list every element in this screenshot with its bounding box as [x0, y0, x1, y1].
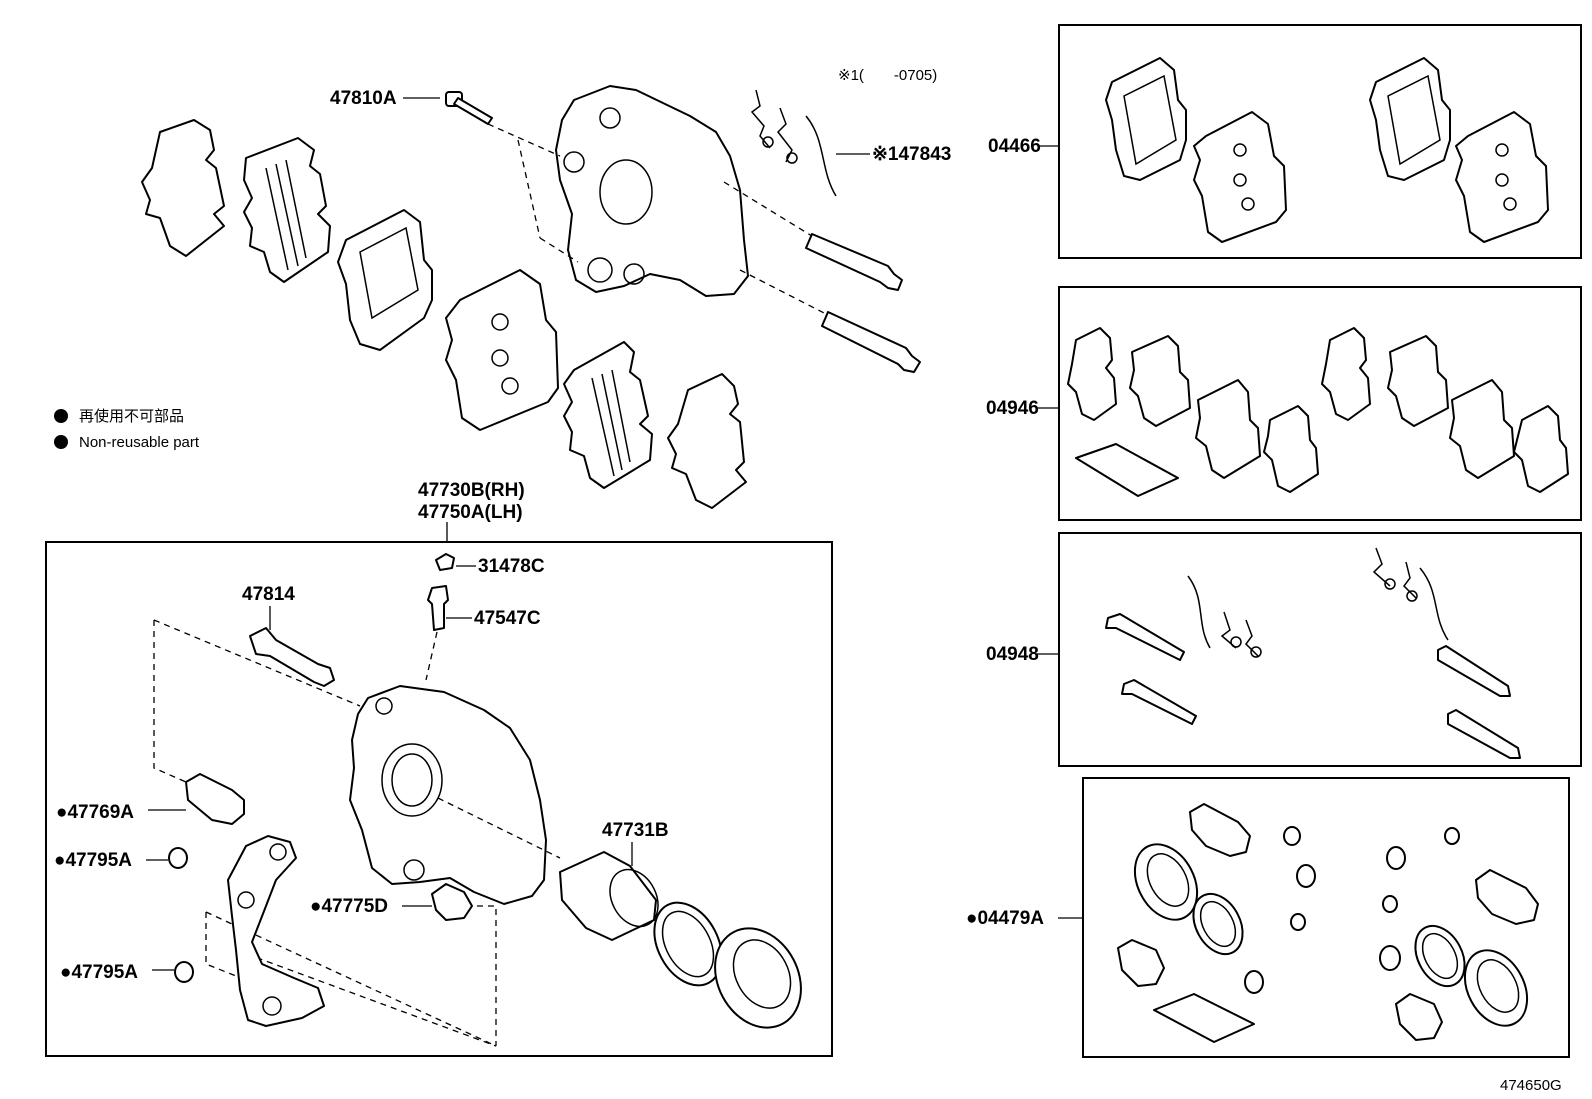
label-47731B: 47731B: [602, 820, 669, 841]
label-04466: 04466: [988, 136, 1041, 157]
shim-plate: [243, 137, 331, 283]
washer-47795A-lower: [174, 961, 194, 983]
align-line: [425, 631, 438, 681]
label-47795A-2: ●47795A: [60, 962, 138, 983]
kit-04466-pads-left: [1105, 57, 1287, 243]
label-47843: ※147843: [872, 144, 951, 165]
label-47730B: 47730B(RH): [418, 480, 525, 501]
legend-en: Non-reusable part: [79, 434, 200, 451]
align-line: [539, 237, 579, 263]
label-47547C: 47547C: [474, 608, 541, 629]
bleeder-plug-47547C: [427, 585, 449, 631]
shim-slots: [265, 159, 307, 271]
kit-04479A-seals: [1117, 803, 1539, 1043]
align-line: [153, 619, 361, 707]
pad-pin-upper: [805, 233, 903, 291]
label-04479A: ●04479A: [966, 908, 1044, 929]
inner-shim: [667, 373, 747, 509]
non-reusable-bullet-icon: [54, 409, 68, 423]
diagram-id: 474650G: [1500, 1077, 1562, 1094]
pad-spring-set: [750, 89, 837, 197]
align-line: [153, 620, 187, 783]
label-47769A: ●47769A: [56, 802, 134, 823]
shim-slots-2: [591, 369, 631, 477]
piston-seal: [653, 901, 723, 987]
label-47750A: 47750A(LH): [418, 502, 523, 523]
label-47814: 47814: [242, 584, 295, 605]
caliper-body: [349, 685, 547, 905]
align-line: [205, 912, 237, 977]
label-47795A-1: ●47795A: [54, 850, 132, 871]
label-47810A: 47810A: [330, 88, 397, 109]
bleeder-cap-31478C: [435, 553, 455, 571]
label-31478C: 31478C: [478, 556, 545, 577]
inner-shim-plate: [563, 341, 653, 489]
brake-pad-outer: [337, 209, 433, 351]
label-04948: 04948: [986, 644, 1039, 665]
bushing-47775D: [431, 883, 473, 921]
slide-pin-47814: [249, 627, 335, 687]
caliper-support-plate: [227, 835, 325, 1027]
align-line: [739, 269, 831, 317]
align-line: [235, 949, 497, 1047]
bolt-47810A: [445, 91, 493, 125]
kit-04948-frame: [1058, 532, 1582, 767]
label-04946: 04946: [986, 398, 1039, 419]
slide-pin-boot-47769A: [185, 773, 245, 825]
align-line: [517, 139, 541, 239]
kit-04948-pins-springs: [1105, 547, 1521, 759]
pad-lining: [359, 226, 419, 320]
pad-pin-lower: [821, 311, 921, 373]
caliper-assembly-frame: [45, 541, 833, 1057]
align-line: [437, 797, 561, 859]
washer-47795A-upper: [168, 847, 188, 869]
align-line: [487, 123, 561, 157]
label-47775D: ●47775D: [310, 896, 388, 917]
align-line: [444, 905, 497, 1046]
kit-04466-frame: [1058, 24, 1582, 259]
outer-shim: [141, 119, 225, 257]
kit-04466-pads-right: [1369, 57, 1549, 243]
kit-04946-shims: [1067, 327, 1569, 497]
legend-jp: 再使用不可部品: [79, 408, 184, 425]
non-reusable-bullet-icon: [54, 435, 68, 449]
note-1: ※1( -0705): [838, 67, 937, 84]
align-line: [205, 911, 497, 1047]
kit-04946-frame: [1058, 286, 1582, 521]
